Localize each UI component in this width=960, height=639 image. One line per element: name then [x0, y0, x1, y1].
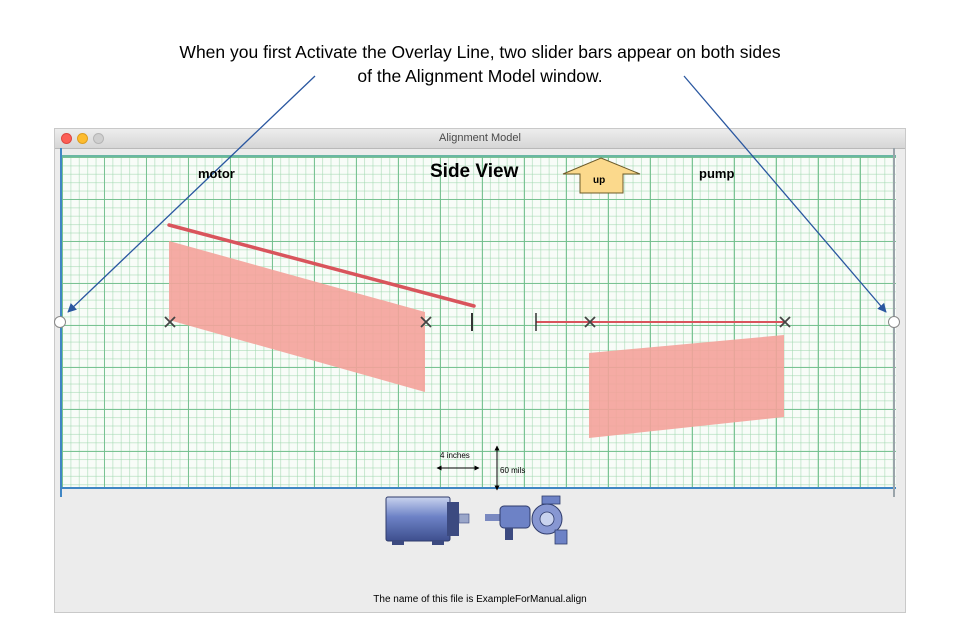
pump-foot-marker-1 [584, 316, 596, 328]
window-titlebar[interactable]: Alignment Model [55, 129, 905, 149]
minimize-window-button[interactable] [77, 133, 88, 144]
up-direction-arrow [562, 157, 641, 194]
instruction-caption: When you first Activate the Overlay Line… [0, 40, 960, 88]
close-window-button[interactable] [61, 133, 72, 144]
motor-icon [385, 496, 470, 545]
caption-line-1: When you first Activate the Overlay Line… [179, 42, 781, 62]
right-slider-handle[interactable] [888, 316, 900, 328]
window-title: Alignment Model [439, 132, 521, 144]
side-view-title: Side View [430, 161, 519, 182]
pump-foot-marker-2 [779, 316, 791, 328]
motor-overlay-line[interactable] [167, 223, 476, 308]
motor-foot-marker-1 [164, 316, 176, 328]
motor-foot-marker-2 [420, 316, 432, 328]
pump-offset-shape [589, 335, 784, 438]
zoom-window-button[interactable] [93, 133, 104, 144]
scale-vertical-label: 60 mils [500, 466, 526, 475]
pump-label: pump [699, 166, 735, 181]
left-slider-handle[interactable] [54, 316, 66, 328]
pump-icon [485, 495, 568, 545]
annotation-arrow-left [67, 75, 316, 313]
motor-label: motor [198, 166, 235, 181]
scale-horizontal-label: 4 inches [440, 451, 470, 460]
filename-text: The name of this file is ExampleForManua… [373, 594, 587, 605]
annotation-arrow-right [683, 75, 887, 313]
up-label: up [593, 175, 606, 186]
caption-line-2: of the Alignment Model window. [357, 66, 603, 86]
motor-offset-shape [169, 241, 425, 392]
